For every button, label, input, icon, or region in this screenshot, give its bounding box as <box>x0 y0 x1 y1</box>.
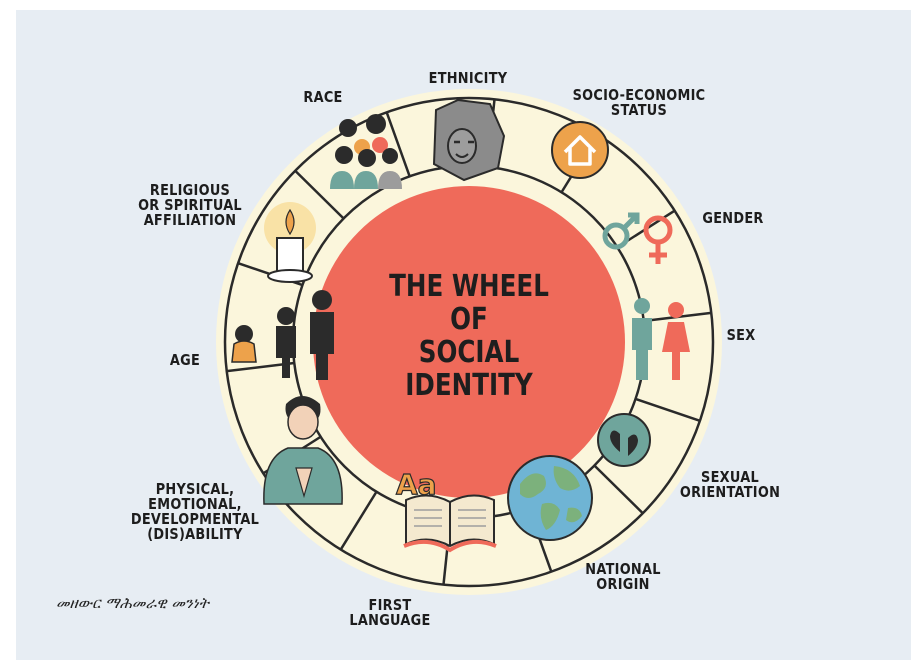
label-first-language: FIRST LANGUAGE <box>349 596 431 629</box>
wheel-divider <box>635 397 701 423</box>
person-icon <box>263 396 343 505</box>
label-race: RACE <box>303 88 343 106</box>
label-gender: GENDER <box>702 209 764 227</box>
label-sex: SEX <box>726 326 756 344</box>
male-female-figures-icon <box>632 298 690 380</box>
gender-symbols-icon <box>602 212 673 264</box>
house-icon <box>551 121 609 179</box>
globe-icon <box>507 455 593 541</box>
aa-glyph: Aa <box>396 468 437 501</box>
book-icon <box>403 494 497 553</box>
label-ethnicity: ETHNICITY <box>428 69 508 87</box>
family-figures-icon <box>231 290 334 380</box>
wheel-divider <box>294 169 345 220</box>
candle-icon <box>264 202 316 283</box>
label-disability: PHYSICAL, EMOTIONAL, DEVELOPMENTAL (DIS)… <box>130 480 260 543</box>
hearts-icon <box>597 413 651 467</box>
center-disc <box>313 186 625 498</box>
people-group-icon <box>330 114 402 189</box>
label-age: AGE <box>169 351 201 369</box>
label-religion: RELIGIOUS OR SPIRITUAL AFFILIATION <box>138 181 242 229</box>
wheel-divider <box>385 111 411 177</box>
label-sexual-orientation: SEXUAL ORIENTATION <box>679 468 781 501</box>
mask-icon <box>432 98 506 182</box>
wheel-outer-outline <box>223 96 715 588</box>
caption: መዘውር ማሕመራዊ መንነት <box>56 594 209 612</box>
label-national-origin: NATIONAL ORIGIN <box>585 560 661 593</box>
label-socio-economic-status: SOCIO-ECONOMIC STATUS <box>572 86 706 119</box>
wheel-title: THE WHEEL OF SOCIAL IDENTITY <box>389 269 549 403</box>
wheel-divider <box>593 464 644 515</box>
wheel-divider <box>339 491 378 551</box>
